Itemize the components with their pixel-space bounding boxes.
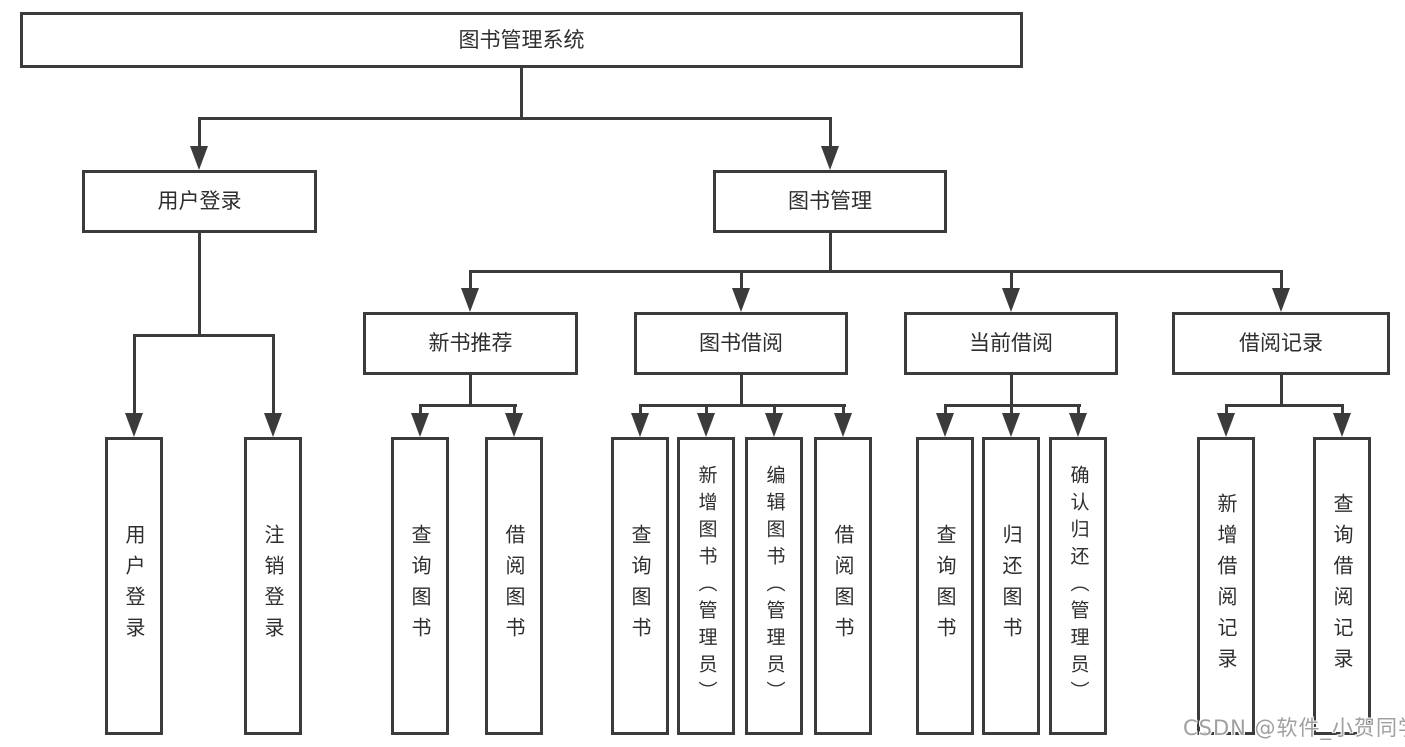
arrow-down-icon bbox=[834, 413, 852, 437]
connector-drop bbox=[1225, 404, 1228, 416]
connector-drop bbox=[944, 404, 947, 416]
connector-drop bbox=[842, 404, 845, 416]
connector-drop-book-borrow bbox=[740, 270, 743, 291]
connector-root-bus bbox=[198, 117, 832, 120]
connector-root-stem bbox=[520, 66, 523, 120]
connector-drop-new-book-recommend bbox=[469, 270, 472, 291]
leaf-return-book: 归还图书 bbox=[982, 437, 1040, 735]
connector-drop-current-borrow bbox=[1010, 270, 1013, 291]
leaf-borrow-books: 借阅图书 bbox=[485, 437, 543, 735]
arrow-down-icon bbox=[732, 288, 750, 312]
arrow-down-icon bbox=[1272, 288, 1290, 312]
connector-user-login-stem bbox=[198, 231, 201, 337]
connector-book-management-bus bbox=[469, 270, 1283, 273]
csdn-watermark: CSDN @软件_小贺同学 bbox=[1183, 716, 1405, 740]
connector-drop-leaf-logout bbox=[272, 334, 275, 416]
connector-borrow-records-stem bbox=[1280, 373, 1283, 407]
connector-drop-user-login bbox=[198, 117, 201, 149]
connector-drop bbox=[419, 404, 422, 416]
arrow-down-icon bbox=[264, 413, 282, 437]
leaf-query-books: 查询图书 bbox=[391, 437, 449, 735]
connector-book-management-stem bbox=[829, 231, 832, 273]
leaf-query-books: 查询图书 bbox=[916, 437, 974, 735]
connector-drop bbox=[513, 404, 516, 416]
leaf-edit-book-admin: 编辑图书（管理员） bbox=[745, 437, 803, 735]
connector-drop bbox=[705, 404, 708, 416]
connector-new-book-recommend-stem bbox=[469, 373, 472, 407]
arrow-down-icon bbox=[765, 413, 783, 437]
leaf-user-login: 用户登录 bbox=[105, 437, 163, 735]
arrow-down-icon bbox=[1002, 288, 1020, 312]
connector-drop-leaf-user-login bbox=[133, 334, 136, 416]
leaf-borrow-books: 借阅图书 bbox=[814, 437, 872, 735]
arrow-down-icon bbox=[631, 413, 649, 437]
arrow-down-icon bbox=[461, 288, 479, 312]
connector-borrow-records-bus bbox=[1225, 404, 1344, 407]
leaf-logout: 注销登录 bbox=[244, 437, 302, 735]
leaf-add-borrow-record: 新增借阅记录 bbox=[1197, 437, 1255, 735]
arrow-down-icon bbox=[411, 413, 429, 437]
connector-drop bbox=[1077, 404, 1080, 416]
arrow-down-icon bbox=[1333, 413, 1351, 437]
arrow-down-icon bbox=[125, 413, 143, 437]
node-new-book-recommend: 新书推荐 bbox=[363, 312, 578, 375]
leaf-query-borrow-record: 查询借阅记录 bbox=[1313, 437, 1371, 735]
connector-book-borrow-stem bbox=[740, 373, 743, 407]
arrow-down-icon bbox=[697, 413, 715, 437]
leaf-confirm-return-admin: 确认归还（管理员） bbox=[1049, 437, 1107, 735]
arrow-down-icon bbox=[1069, 413, 1087, 437]
arrow-down-icon bbox=[190, 146, 208, 170]
node-root-library-system: 图书管理系统 bbox=[20, 12, 1023, 68]
arrow-down-icon bbox=[1002, 413, 1020, 437]
node-book-management: 图书管理 bbox=[713, 170, 947, 233]
node-borrow-records: 借阅记录 bbox=[1172, 312, 1390, 375]
leaf-add-book-admin: 新增图书（管理员） bbox=[677, 437, 735, 735]
arrow-down-icon bbox=[1217, 413, 1235, 437]
arrow-down-icon bbox=[505, 413, 523, 437]
connector-drop bbox=[1010, 404, 1013, 416]
arrow-down-icon bbox=[821, 146, 839, 170]
connector-new-book-recommend-bus bbox=[419, 404, 517, 407]
connector-drop-borrow-records bbox=[1280, 270, 1283, 291]
node-current-borrow: 当前借阅 bbox=[904, 312, 1118, 375]
leaf-query-books: 查询图书 bbox=[611, 437, 669, 735]
connector-drop bbox=[773, 404, 776, 416]
connector-drop bbox=[1341, 404, 1344, 416]
node-user-login: 用户登录 bbox=[82, 170, 317, 233]
connector-current-borrow-stem bbox=[1010, 373, 1013, 407]
connector-book-borrow-bus bbox=[639, 404, 846, 407]
connector-drop-book-management bbox=[829, 117, 832, 149]
arrow-down-icon bbox=[936, 413, 954, 437]
node-book-borrow: 图书借阅 bbox=[634, 312, 848, 375]
connector-user-login-bus bbox=[133, 334, 275, 337]
connector-drop bbox=[639, 404, 642, 416]
